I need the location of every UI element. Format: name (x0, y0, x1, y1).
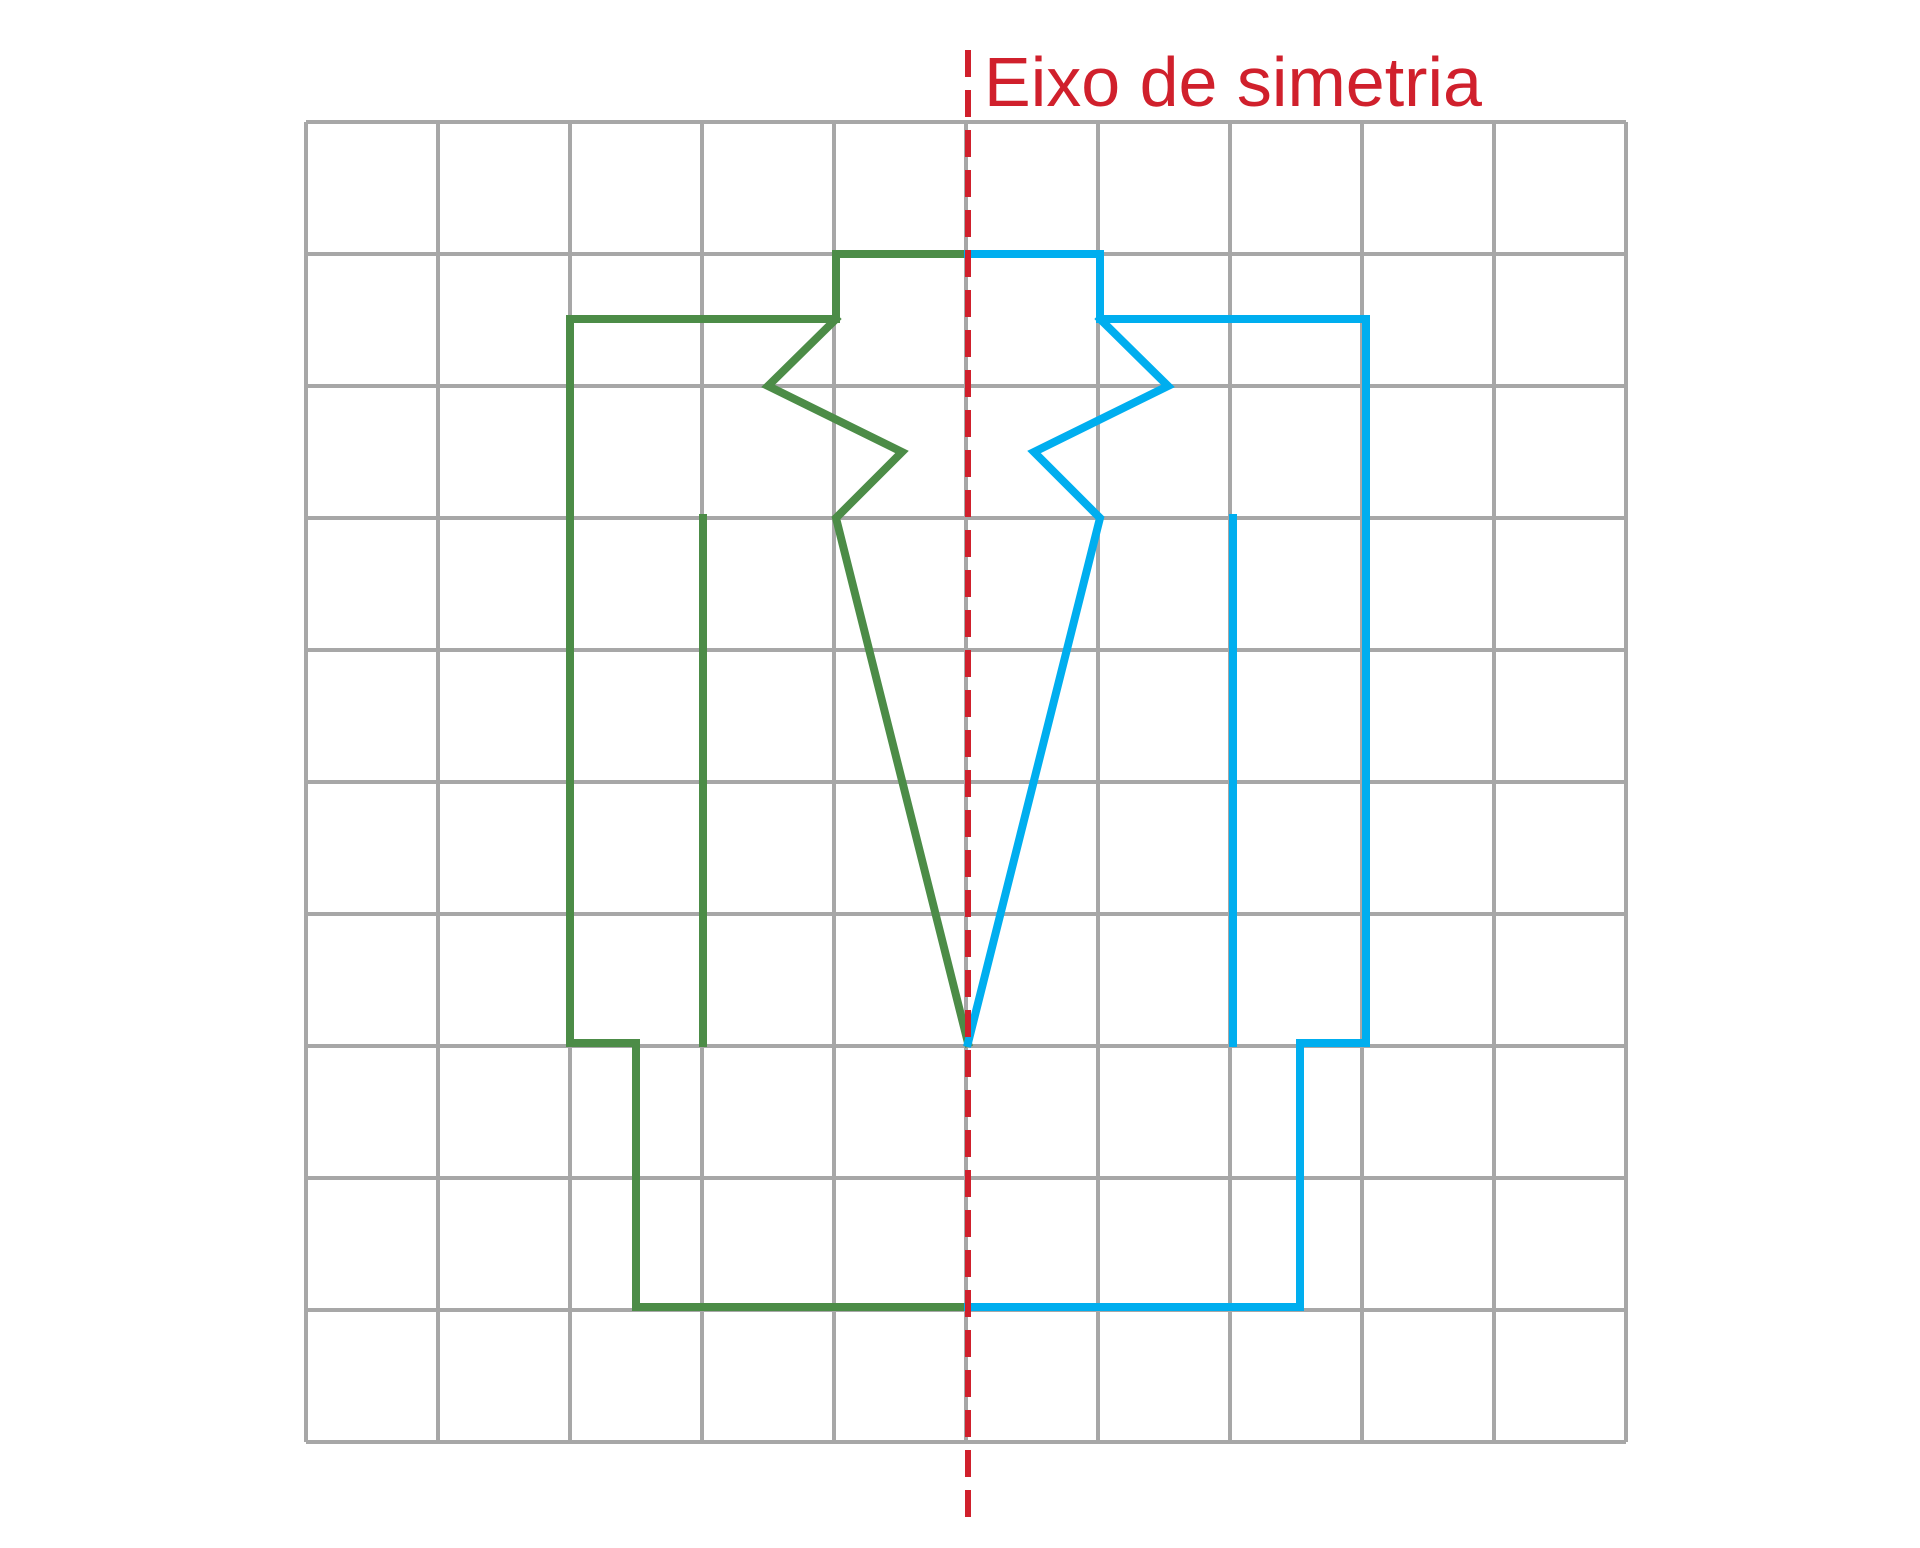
original-figure-zigzag (761, 313, 973, 1048)
symmetry-axis-label: Eixo de simetria (984, 43, 1482, 121)
original-figure-outline (566, 250, 972, 1311)
reflected-figure-zigzag (963, 313, 1175, 1048)
reflected-figure-outline (964, 250, 1370, 1311)
